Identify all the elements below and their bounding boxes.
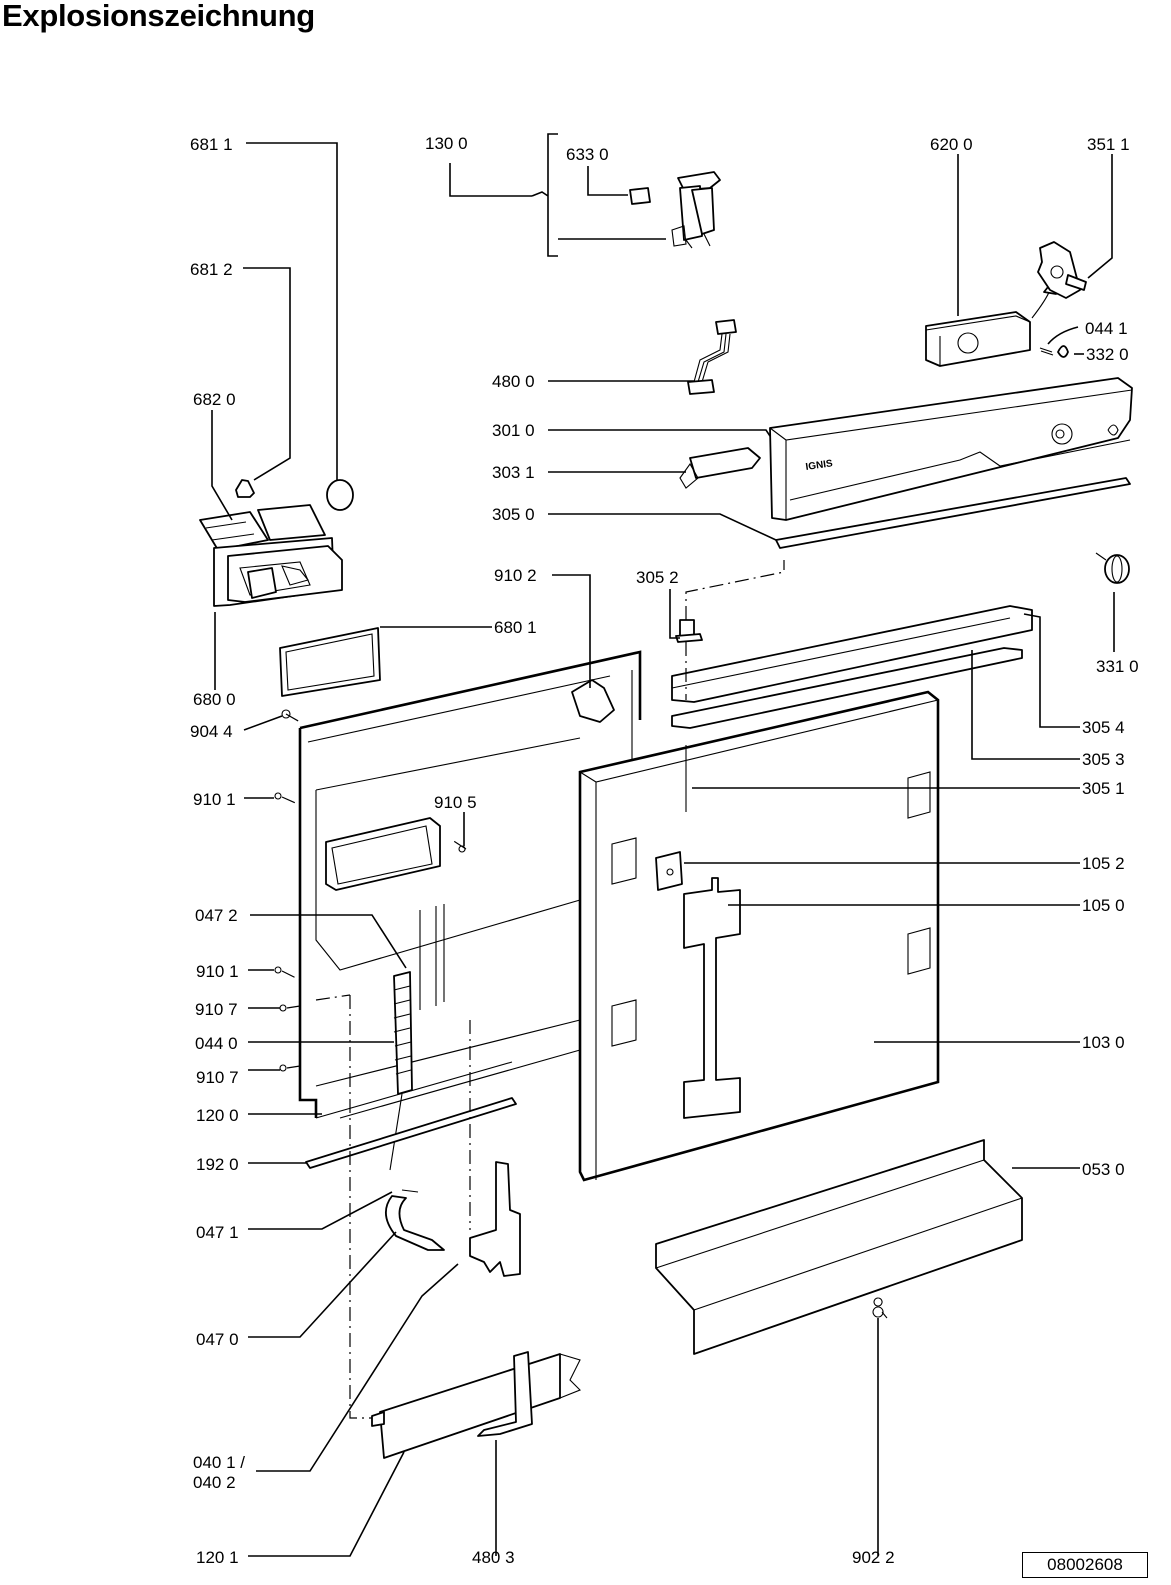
part-680-0-dispenser bbox=[199, 504, 343, 607]
part-305-0-panel-strip bbox=[775, 477, 1131, 549]
label-047-1: 047 1 bbox=[196, 1223, 239, 1242]
label-904-4: 904 4 bbox=[190, 722, 233, 741]
label-044-0: 044 0 bbox=[195, 1034, 238, 1053]
part-910-7b-screw bbox=[279, 1064, 287, 1072]
label-040-1: 040 1 / bbox=[193, 1453, 245, 1472]
brand-label: IGNIS bbox=[805, 458, 834, 473]
part-910-1a-screw bbox=[274, 792, 282, 800]
page-title: Explosionszeichnung bbox=[2, 0, 315, 33]
part-910-2-hinge-bracket bbox=[571, 679, 615, 723]
label-305-1: 305 1 bbox=[1082, 779, 1125, 798]
label-303-1: 303 1 bbox=[492, 463, 535, 482]
part-303-1-handle bbox=[679, 447, 761, 489]
label-620-0: 620 0 bbox=[930, 135, 973, 154]
label-192-0: 192 0 bbox=[196, 1155, 239, 1174]
part-047-0-hinge-arm bbox=[385, 1189, 445, 1251]
part-351-1-shaft bbox=[1037, 241, 1087, 299]
part-681-2-clip bbox=[235, 479, 255, 498]
part-332-0-lamp-lens bbox=[1057, 345, 1069, 358]
leader-lines bbox=[211, 133, 1115, 1557]
label-040-2: 040 2 bbox=[193, 1473, 236, 1492]
label-053-0: 053 0 bbox=[1082, 1160, 1125, 1179]
part-305-3-lower-rail bbox=[671, 647, 1023, 729]
part-305-4-upper-rail bbox=[671, 605, 1033, 703]
part-910-1b-screw bbox=[274, 966, 282, 974]
label-047-0: 047 0 bbox=[196, 1330, 239, 1349]
label-682-0: 682 0 bbox=[193, 390, 236, 409]
label-305-3: 305 3 bbox=[1082, 750, 1125, 769]
part-044-1-spring bbox=[1039, 347, 1054, 356]
drawing-number: 08002608 bbox=[1022, 1552, 1148, 1578]
label-305-2: 305 2 bbox=[636, 568, 679, 587]
part-040-1-bracket bbox=[469, 1161, 521, 1277]
part-904-4-screw bbox=[281, 709, 291, 719]
part-044-0-spring bbox=[389, 971, 413, 1171]
label-633-0: 633 0 bbox=[566, 145, 609, 164]
part-120-0-inner-door bbox=[298, 650, 642, 1119]
label-105-0: 105 0 bbox=[1082, 896, 1125, 915]
part-301-0-control-panel: IGNIS bbox=[769, 377, 1133, 521]
label-910-7-upper: 910 7 bbox=[195, 1000, 238, 1019]
label-130-0: 130 0 bbox=[425, 134, 468, 153]
assembly-axis-lines bbox=[281, 560, 785, 1419]
part-331-0-knob bbox=[1095, 552, 1130, 584]
label-044-1: 044 1 bbox=[1085, 319, 1128, 338]
label-910-7-lower: 910 7 bbox=[196, 1068, 239, 1087]
label-120-0: 120 0 bbox=[196, 1106, 239, 1125]
part-681-1-plug bbox=[326, 479, 354, 511]
label-910-5: 910 5 bbox=[434, 793, 477, 812]
part-902-2-screw bbox=[872, 1297, 888, 1319]
label-680-0: 680 0 bbox=[193, 690, 236, 709]
label-301-0: 301 0 bbox=[492, 421, 535, 440]
label-105-2: 105 2 bbox=[1082, 854, 1125, 873]
part-620-0-control-module bbox=[925, 281, 1057, 367]
part-680-1-gasket bbox=[279, 627, 381, 697]
part-305-2-bushing bbox=[675, 619, 703, 643]
label-103-0: 103 0 bbox=[1082, 1033, 1125, 1052]
part-130-0-door-lock bbox=[629, 171, 721, 249]
part-103-0-outer-door bbox=[578, 690, 940, 1182]
label-351-1: 351 1 bbox=[1087, 135, 1130, 154]
label-120-1: 120 1 bbox=[196, 1548, 239, 1567]
label-681-2: 681 2 bbox=[190, 260, 233, 279]
label-680-1: 680 1 bbox=[494, 618, 537, 637]
part-053-0-kickplate bbox=[655, 1139, 1023, 1355]
label-910-2: 910 2 bbox=[494, 566, 537, 585]
label-902-2: 902 2 bbox=[852, 1548, 895, 1567]
part-number-labels: 681 1 681 2 682 0 680 0 680 1 130 0 633 … bbox=[190, 134, 1139, 1567]
part-480-3-foot-bracket bbox=[477, 1351, 533, 1437]
label-331-0: 331 0 bbox=[1096, 657, 1139, 676]
label-480-3: 480 3 bbox=[472, 1548, 515, 1567]
label-480-0: 480 0 bbox=[492, 372, 535, 391]
part-480-0-wire-harness bbox=[687, 319, 737, 395]
label-047-2: 047 2 bbox=[195, 906, 238, 925]
part-120-1-plinth bbox=[371, 1353, 581, 1459]
label-305-0: 305 0 bbox=[492, 505, 535, 524]
part-192-0-seal bbox=[305, 1097, 517, 1169]
label-305-4: 305 4 bbox=[1082, 718, 1125, 737]
label-332-0: 332 0 bbox=[1086, 345, 1129, 364]
label-910-1-upper: 910 1 bbox=[193, 790, 236, 809]
label-681-1: 681 1 bbox=[190, 135, 233, 154]
part-910-7a-screw bbox=[279, 1004, 287, 1012]
label-910-1-lower: 910 1 bbox=[196, 962, 239, 981]
